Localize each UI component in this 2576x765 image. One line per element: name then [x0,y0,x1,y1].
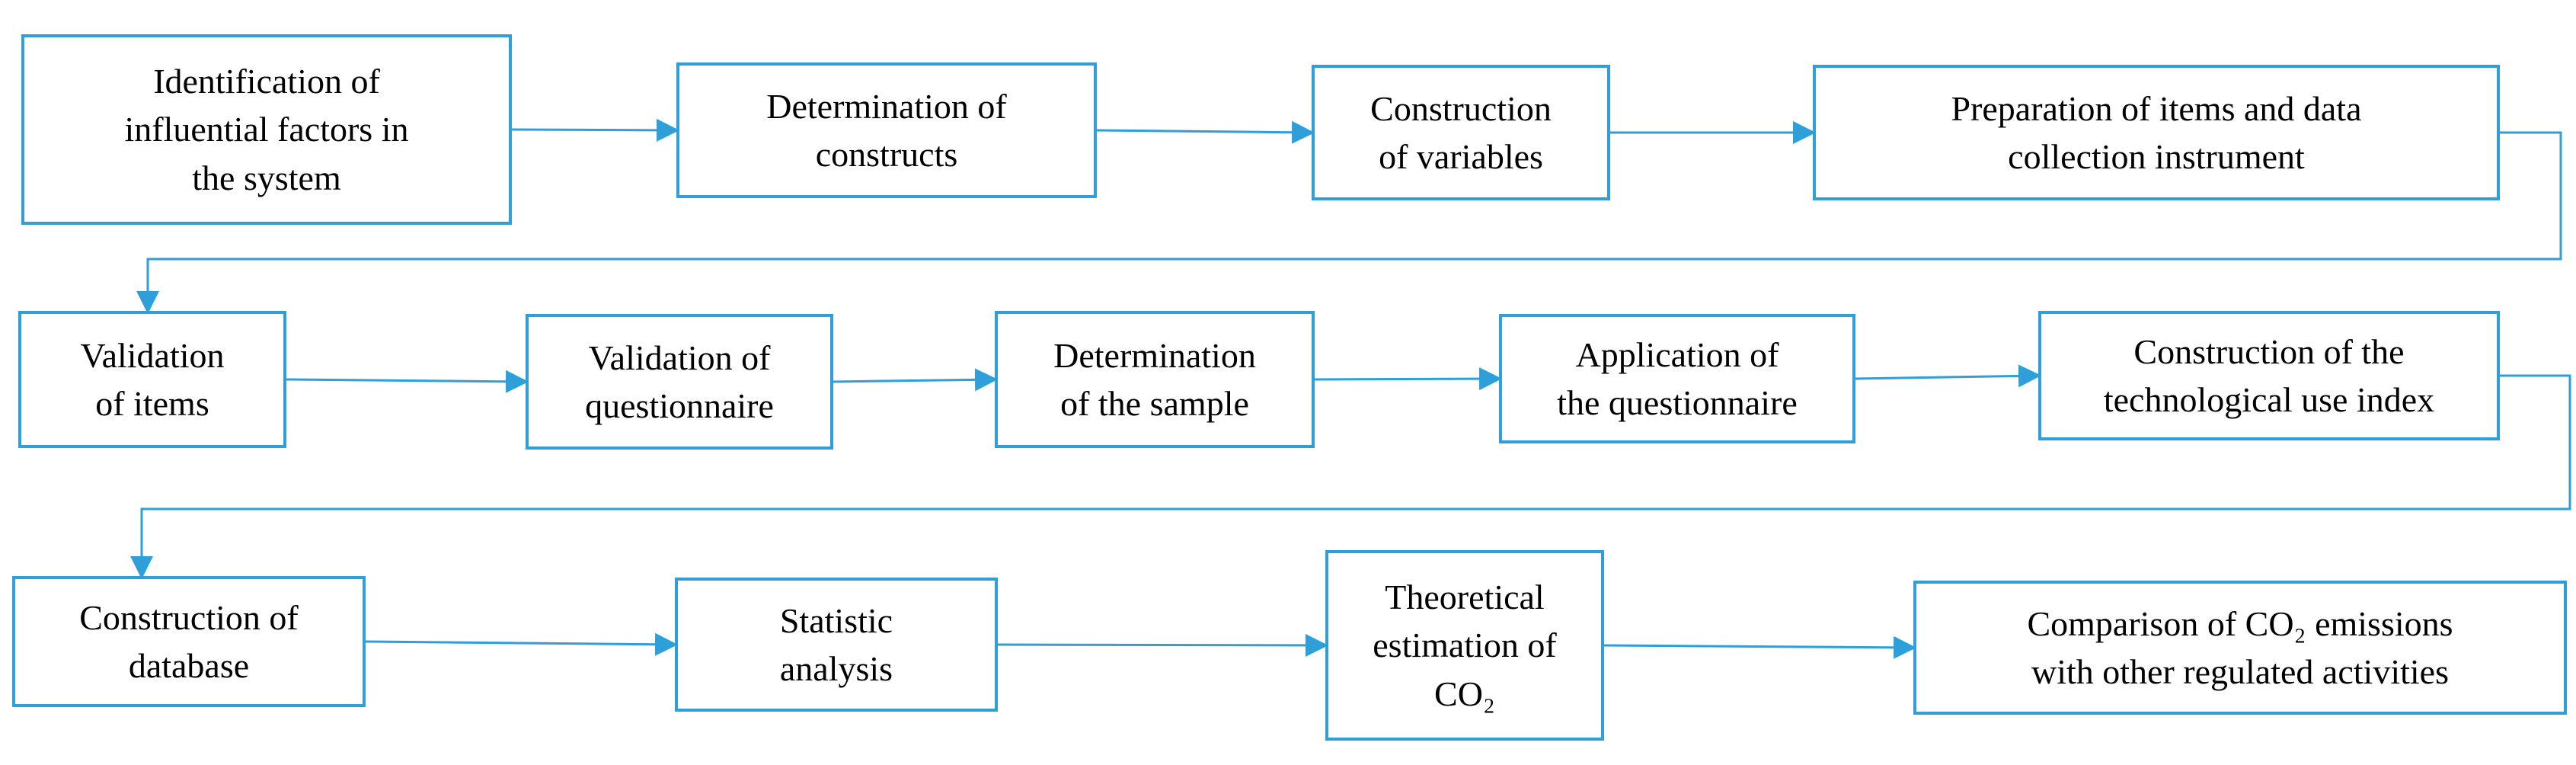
step-preparation-of-items: Preparation of items and data collection… [1813,65,2500,200]
step-theoretical-estimation-of-co2: Theoretical estimation of CO₂ [1325,550,1604,741]
step-label: Application of the questionnaire [1557,334,1798,422]
step-construction-of-database: Construction of database [12,576,366,707]
connector-arrow [365,632,678,656]
connector-arrow [1855,364,2041,388]
step-label: Validation of items [80,335,225,423]
step-application-of-questionnaire: Application of the questionnaire [1499,314,1855,443]
step-label: Determination of the sample [1053,335,1256,423]
step-construction-of-variables: Construction of variables [1312,65,1610,200]
step-label: Identification of influential factors in… [124,61,409,197]
step-validation-of-questionnaire: Validation of questionnaire [526,314,833,450]
step-label: Preparation of items and data collection… [1951,88,2362,176]
step-label: Construction of variables [1370,88,1552,176]
connector-arrow [833,368,998,392]
step-label: Theoretical estimation of CO₂ [1373,577,1557,713]
step-label: Construction of database [79,597,299,685]
step-validation-of-items: Validation of items [18,311,286,448]
wrap-connector-arrow [130,374,2571,579]
step-statistic-analysis: Statistic analysis [675,578,998,712]
step-label: Comparison of CO₂ emissions with other r… [2027,603,2453,691]
step-identification-of-influential-factors: Identification of influential factors in… [21,34,512,225]
step-construction-of-technological-use-index: Construction of the technological use in… [2038,311,2500,440]
step-determination-of-sample: Determination of the sample [995,311,1315,448]
connector-arrow [286,370,529,393]
wrap-connector-arrow [136,131,2562,314]
step-comparison-of-co2-emissions: Comparison of CO₂ emissions with other r… [1913,581,2567,715]
connector-arrow [1603,635,1916,659]
step-label: Construction of the technological use in… [2103,331,2435,419]
step-label: Validation of questionnaire [585,338,774,425]
connector-arrow [1096,120,1315,144]
step-label: Determination of constructs [766,86,1007,174]
step-label: Statistic analysis [779,600,893,688]
step-determination-of-constructs: Determination of constructs [676,62,1097,198]
